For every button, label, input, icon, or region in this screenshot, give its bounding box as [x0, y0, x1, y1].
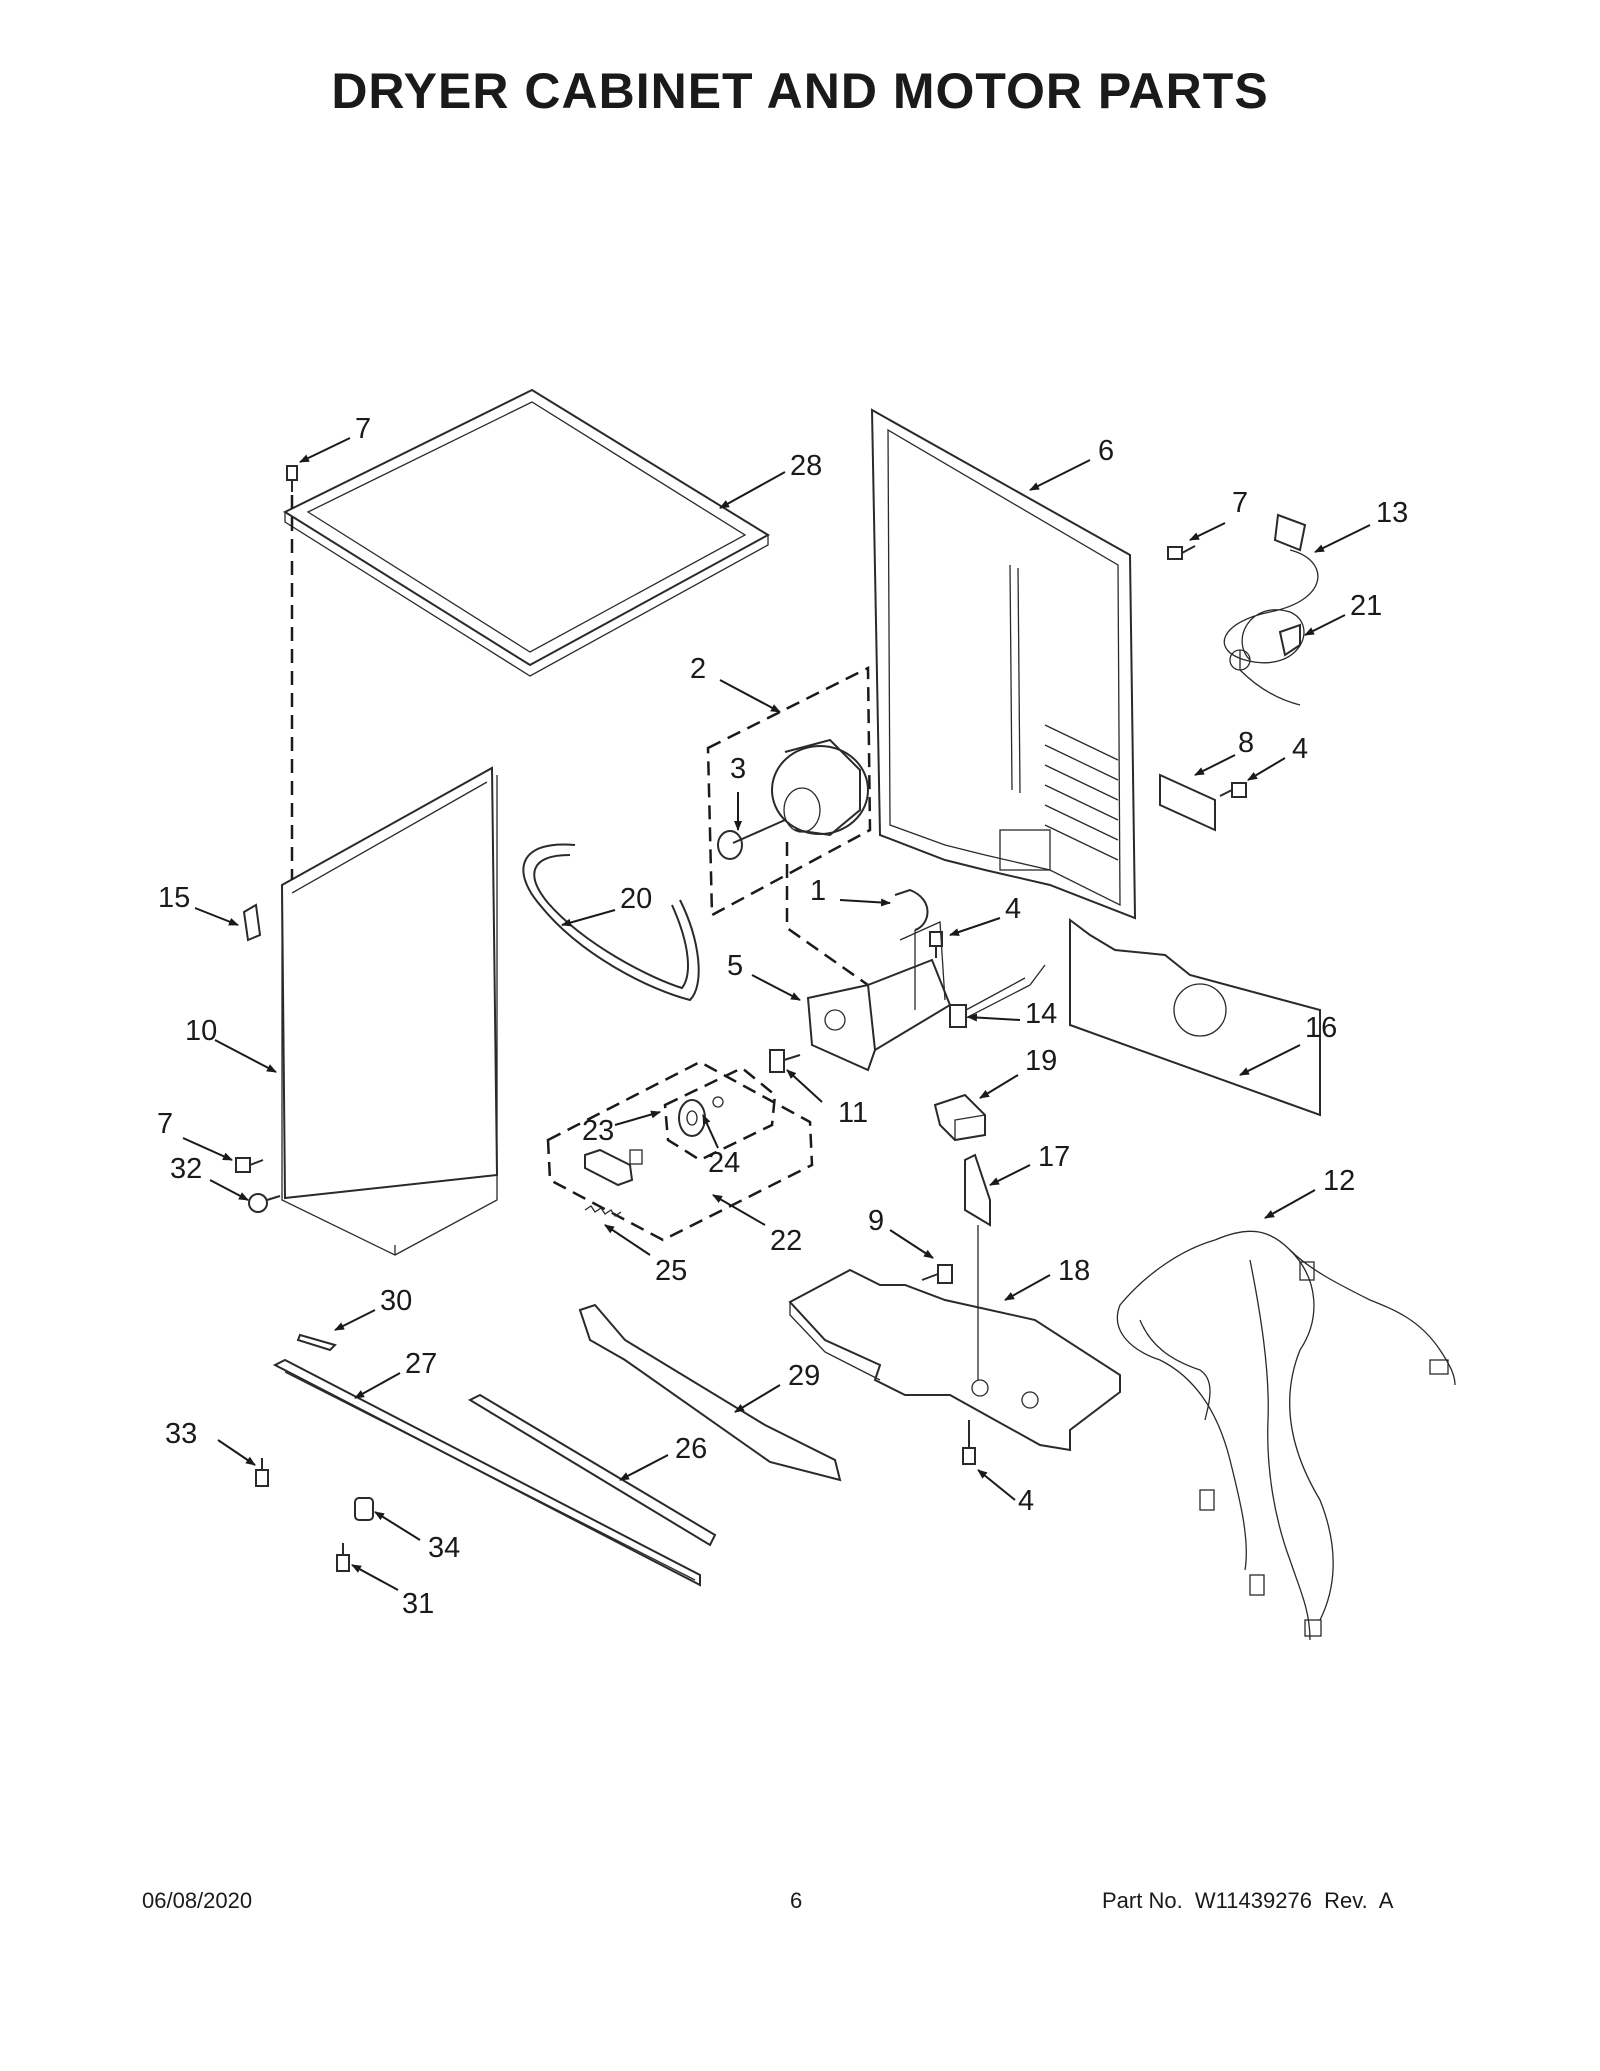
rail-26: [467, 1393, 717, 1547]
callout-6: 6: [1098, 435, 1114, 467]
callout-17: 17: [1038, 1141, 1070, 1173]
callout-25: 25: [655, 1255, 687, 1287]
callout-5: 5: [727, 950, 743, 982]
idler-pulley: [678, 1096, 724, 1137]
bracket-19: [933, 1093, 986, 1142]
side-panel: [280, 766, 499, 1256]
footer-page-number: 6: [790, 1888, 803, 1913]
callout-29: 29: [788, 1360, 820, 1392]
callout-mid-4: 4: [1005, 893, 1021, 925]
callout-18: 18: [1058, 1255, 1090, 1287]
screw-top-7: [286, 465, 298, 492]
callout-right-4: 4: [1292, 733, 1308, 765]
bracket-15: [242, 903, 262, 942]
rail-29: [578, 1303, 842, 1482]
callout-11: 11: [838, 1097, 868, 1129]
callout-1: 1: [810, 875, 826, 907]
top-panel: [282, 388, 770, 677]
callout-bottom-4: 4: [1018, 1485, 1034, 1517]
drive-belt: [522, 843, 700, 1002]
callout-14: 14: [1025, 998, 1057, 1030]
screw-33: [255, 1458, 269, 1487]
motor-mount: [806, 921, 952, 1072]
callout-21: 21: [1350, 590, 1382, 622]
cover-plate-8: [1159, 773, 1216, 832]
callout-34: 34: [428, 1532, 460, 1564]
page-title: DRYER CABINET AND MOTOR PARTS: [331, 63, 1269, 119]
screw-31: [336, 1543, 350, 1572]
callout-top-7: 7: [355, 413, 371, 445]
wire-harness: [1116, 1230, 1456, 1641]
callout-33: 33: [165, 1418, 197, 1450]
callout-right-7: 7: [1232, 487, 1248, 519]
callout-left-7: 7: [157, 1108, 173, 1140]
footer-part-number: Part No. W11439276 Rev. A: [1102, 1888, 1394, 1913]
power-cord: [1223, 513, 1319, 706]
idler-bracket: [584, 1148, 643, 1187]
callout-3: 3: [730, 753, 746, 785]
clip-30: [296, 1333, 337, 1352]
callout-30: 30: [380, 1285, 412, 1317]
screw-mid-4: [929, 931, 943, 958]
callout-13: 13: [1376, 497, 1408, 529]
motor-clip: [894, 888, 929, 1010]
callout-31: 31: [402, 1588, 434, 1620]
screw-9: [921, 1264, 953, 1284]
callout-22: 22: [770, 1225, 802, 1257]
callout-2: 2: [690, 653, 706, 685]
toe-panel-27: [272, 1358, 701, 1587]
callout-28: 28: [790, 450, 822, 482]
callout-10: 10: [185, 1015, 217, 1047]
screw-left-7: [235, 1157, 264, 1173]
sensor-14: [949, 964, 1046, 1028]
callout-23: 23: [582, 1115, 614, 1147]
idler-spring: [584, 1205, 622, 1217]
callout-12: 12: [1323, 1165, 1355, 1197]
callout-19: 19: [1025, 1045, 1057, 1077]
leader-lines: [182, 437, 1371, 1591]
base-18: [788, 1268, 1121, 1452]
callout-24: 24: [708, 1147, 740, 1179]
screw-right-4: [1219, 782, 1247, 798]
screw-bottom-4: [962, 1420, 976, 1465]
callout-20: 20: [620, 883, 652, 915]
footer-date: 06/08/2020: [142, 1888, 253, 1913]
screw-32: [248, 1193, 281, 1213]
callout-32: 32: [170, 1153, 202, 1185]
idler-sub-outline: [663, 1066, 777, 1162]
callout-16: 16: [1305, 1012, 1337, 1044]
motor: [717, 738, 869, 860]
shield-16: [1069, 918, 1321, 1117]
idler-assembly-outline: [546, 1060, 814, 1242]
cord-clip: [1278, 623, 1301, 657]
callout-labels: 7 28 6 7 13 21 2 3 8 4 15 20 1 4 5 14 16…: [157, 413, 1408, 1620]
callout-8: 8: [1238, 727, 1254, 759]
bracket-17: [964, 1153, 991, 1380]
bolt-11: [769, 1049, 801, 1073]
callout-26: 26: [675, 1433, 707, 1465]
motor-to-mount-line: [785, 842, 869, 987]
callout-15: 15: [158, 882, 190, 914]
callout-27: 27: [405, 1348, 437, 1380]
screw-right-7: [1167, 545, 1196, 560]
rear-panel: [870, 408, 1137, 920]
callout-9: 9: [868, 1205, 884, 1237]
spacer-34: [354, 1497, 374, 1521]
motor-assembly-outline: [706, 665, 872, 918]
